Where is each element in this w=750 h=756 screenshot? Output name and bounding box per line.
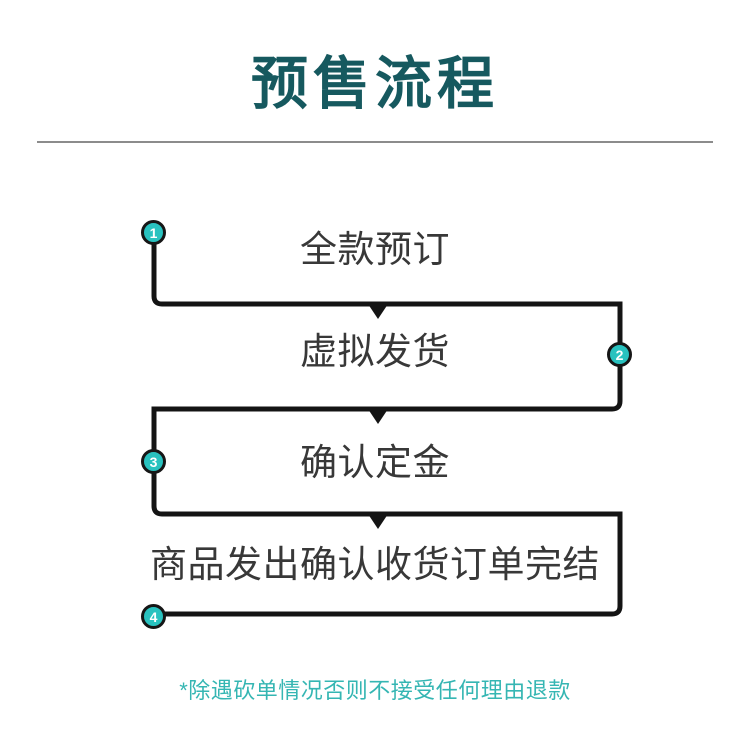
title-divider bbox=[37, 141, 713, 143]
step-label-3: 确认定金 bbox=[300, 442, 450, 483]
step-badge-1: 1 bbox=[141, 220, 166, 245]
step-label-4: 商品发出确认收货订单完结 bbox=[150, 544, 600, 585]
flow-connector-path bbox=[151, 233, 623, 617]
step-badge-2: 2 bbox=[607, 342, 632, 367]
step-label-2: 虚拟发货 bbox=[300, 331, 450, 372]
page-title: 预售流程 bbox=[251, 52, 499, 116]
step-label-1: 全款预订 bbox=[300, 229, 450, 270]
step-badge-4: 4 bbox=[141, 604, 166, 629]
flow-arrow-down-icon bbox=[368, 409, 388, 424]
flow-arrow-down-icon bbox=[368, 514, 388, 529]
step-badge-3: 3 bbox=[141, 449, 166, 474]
flow-arrow-down-icon bbox=[368, 304, 388, 319]
footnote-text: *除遇砍单情况否则不接受任何理由退款 bbox=[179, 678, 571, 703]
